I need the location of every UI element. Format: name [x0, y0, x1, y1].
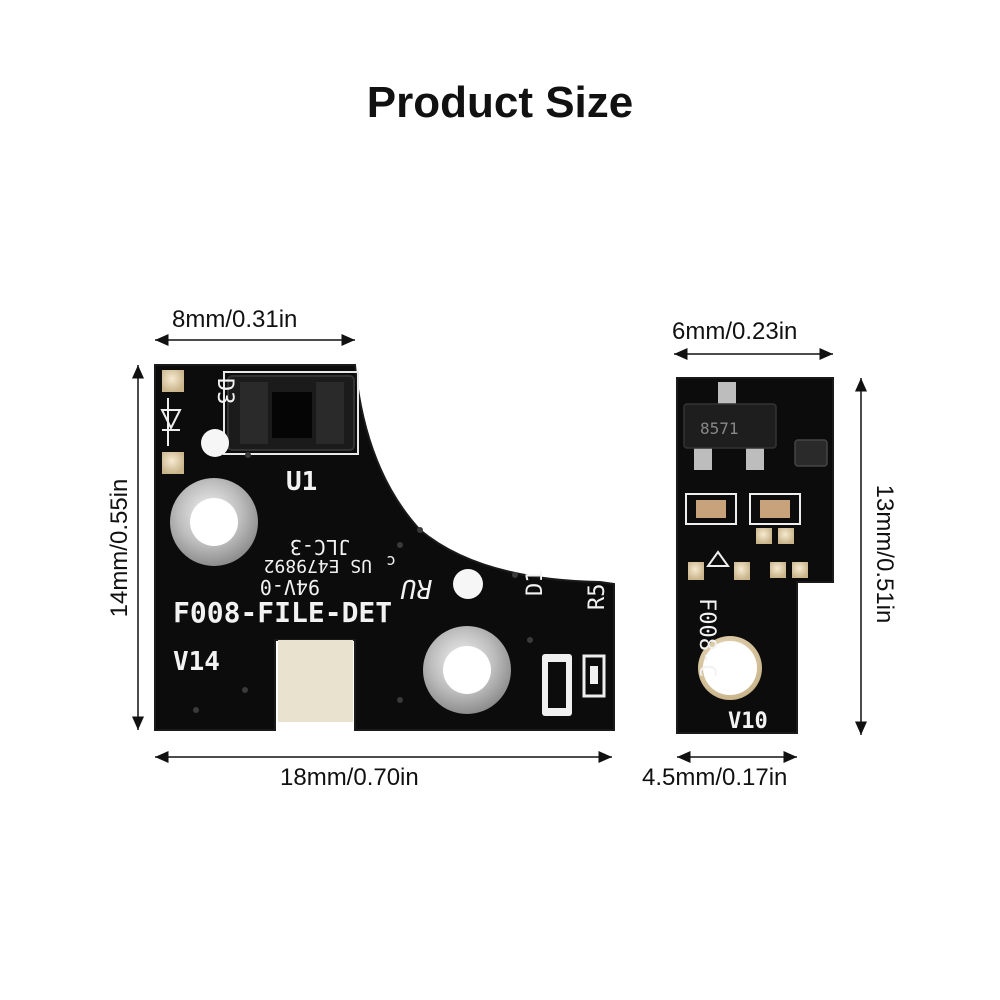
left-pcb-board: U1 D3 JLC-3 US E479892 94V-0 c RU F008-F…	[154, 364, 615, 731]
chip-leg	[718, 382, 736, 406]
right-height-label: 13mm/0.51in	[871, 484, 898, 624]
right-pcb-board: 8571 F008-C V10	[676, 377, 834, 734]
sot23-chip	[683, 403, 777, 449]
silk-rating: 94V-0	[260, 575, 320, 599]
small-ic	[794, 439, 828, 467]
silk-u1: U1	[286, 467, 317, 497]
right-width-top-label: 6mm/0.23in	[672, 318, 798, 345]
left-width-top-label: 8mm/0.31in	[172, 306, 298, 333]
mount-hole-left	[170, 478, 258, 566]
left-width-bottom-label: 18mm/0.70in	[280, 764, 419, 791]
silk-d3: D3	[212, 378, 237, 405]
solder-pad	[792, 562, 808, 578]
right-width-bottom-label: 4.5mm/0.17in	[642, 764, 788, 791]
page-title: Product Size	[366, 78, 634, 127]
capacitor-c1	[685, 493, 737, 525]
d3-pad-top	[162, 370, 184, 392]
sensor-window	[278, 640, 353, 722]
silk-r5: R5	[585, 584, 610, 611]
solder-pad	[756, 528, 772, 544]
silk-us-code: US E479892	[264, 555, 372, 576]
small-hole	[453, 569, 483, 599]
solder-pad	[688, 562, 704, 580]
small-hole	[201, 429, 229, 457]
capacitor-c2	[749, 493, 801, 525]
silk-c-mark: c	[386, 552, 396, 571]
diode-symbol-right	[706, 550, 730, 567]
left-height-label: 14mm/0.55in	[106, 478, 133, 618]
mount-hole-right	[423, 626, 511, 714]
silk-model: F008-FILE-DET	[173, 596, 392, 629]
d3-pad-bottom	[162, 452, 184, 474]
chip-leg	[694, 444, 712, 470]
solder-pad	[778, 528, 794, 544]
r5-resistor	[582, 654, 606, 698]
silk-version-right: V10	[728, 709, 768, 734]
silk-model-right: F008-C	[694, 598, 719, 677]
solder-pad	[734, 562, 750, 580]
silk-d1: D1	[523, 570, 548, 597]
silk-version: V14	[173, 647, 220, 677]
chip-marking: 8571	[700, 419, 739, 438]
silk-jlc: JLC-3	[290, 535, 350, 559]
diode-symbol	[160, 398, 182, 446]
solder-pad	[770, 562, 786, 578]
chip-leg	[746, 444, 764, 470]
silk-ul-mark: RU	[400, 573, 432, 603]
